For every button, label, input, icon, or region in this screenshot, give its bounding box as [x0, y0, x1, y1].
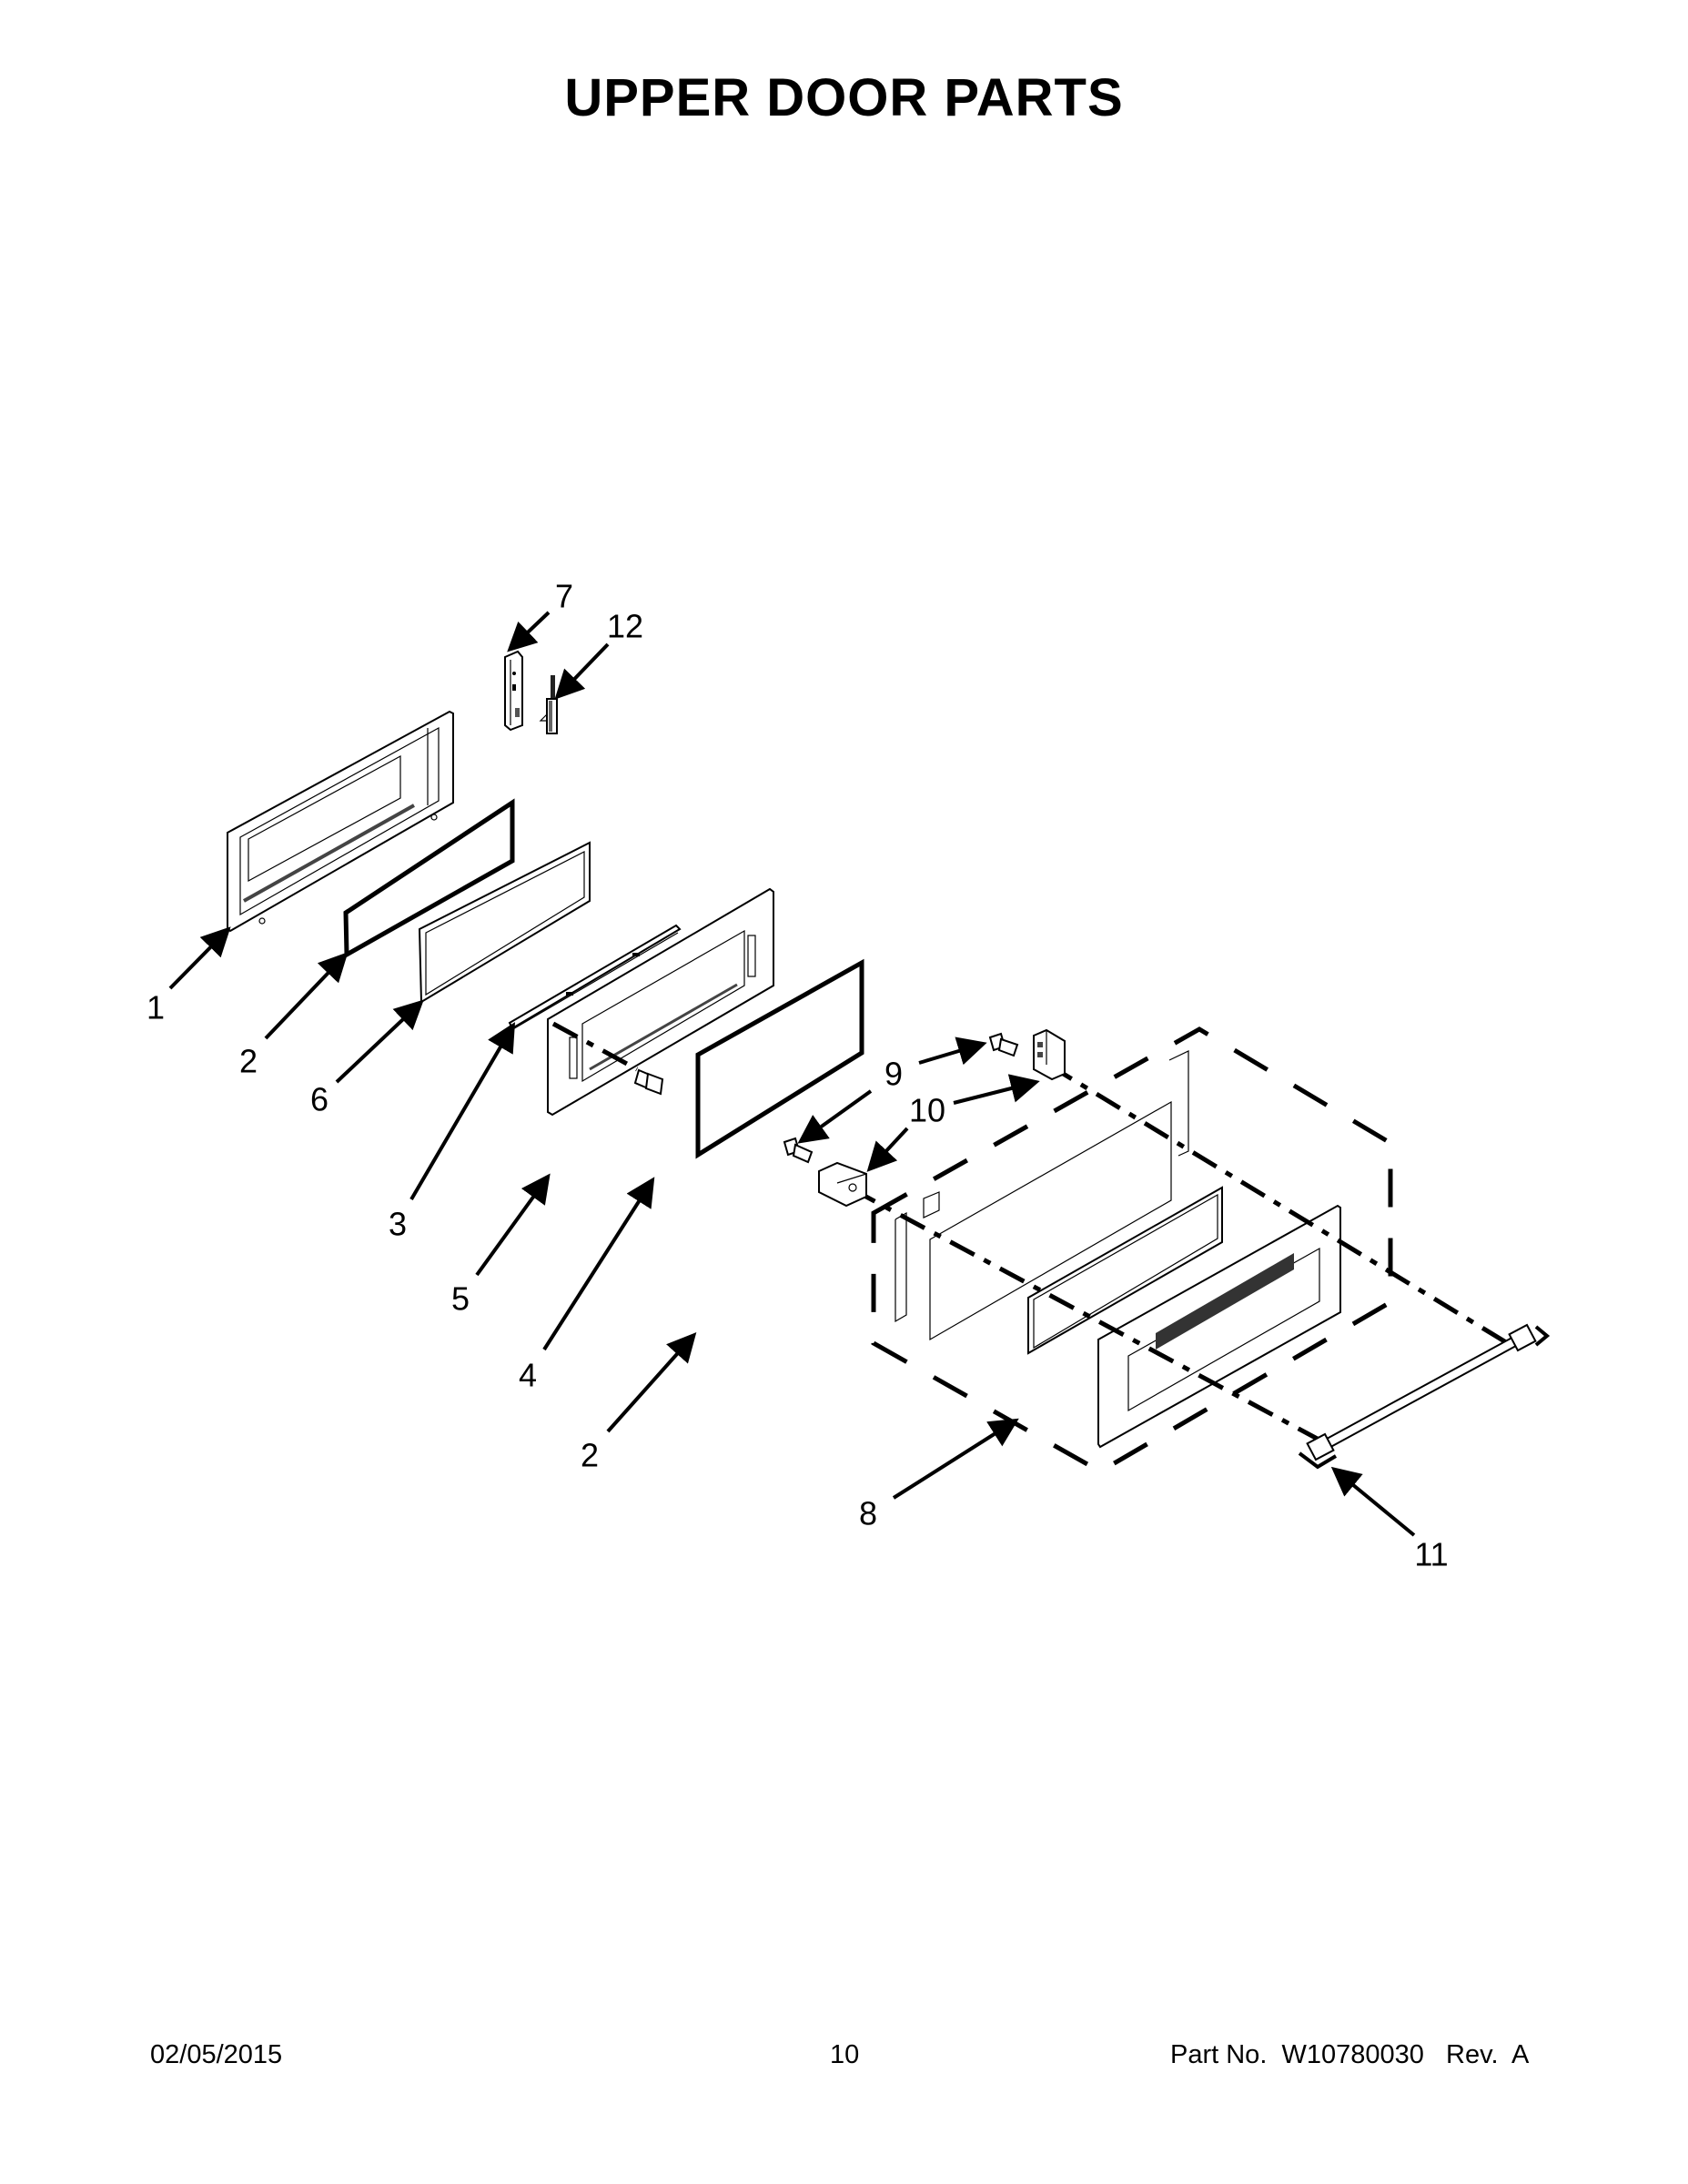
callout-arrow-c10a [953, 1074, 1040, 1105]
callout-label-c5[interactable]: 5 [451, 1280, 470, 1318]
part-9-lower-screw[interactable] [783, 1137, 814, 1164]
upper-hinge-axis [1046, 1062, 1508, 1345]
lower-hinge-axis [849, 1186, 1326, 1445]
footer-date: 02/05/2015 [150, 2040, 283, 2069]
part-9-upper-screw[interactable] [988, 1032, 1019, 1057]
callout-arrow-c9a [918, 1036, 987, 1066]
part-6-gasket-frame[interactable] [418, 841, 591, 1004]
callout-label-c11[interactable]: 11 [1414, 1536, 1448, 1573]
part-10-upper-hinge-bracket[interactable] [1033, 1028, 1066, 1081]
callout-arrow-c5 [475, 1173, 551, 1277]
callout-label-c9a[interactable]: 9 [884, 1056, 903, 1093]
part-10-lower-hinge-bracket[interactable] [818, 1161, 867, 1208]
callout-arrow-c8 [892, 1418, 1019, 1500]
callout-label-c4[interactable]: 4 [519, 1357, 537, 1394]
part-12-latch-pin[interactable] [539, 675, 558, 734]
part-8-outer-door[interactable] [895, 1050, 1341, 1449]
callout-arrow-c11 [1330, 1466, 1416, 1537]
part-5-glass-pack-frame[interactable] [547, 887, 774, 1117]
callout-arrow-c7 [507, 611, 551, 652]
part-2-middle-glass[interactable] [695, 958, 864, 1159]
callout-label-c6[interactable]: 6 [310, 1081, 329, 1118]
part-11-door-handle[interactable] [1298, 1323, 1551, 1470]
footer-page-number: 10 [830, 2040, 860, 2069]
callout-label-c1[interactable]: 1 [147, 989, 165, 1026]
callout-label-c12[interactable]: 12 [607, 608, 643, 645]
page-title: UPPER DOOR PARTS [564, 68, 1124, 127]
footer-part-number: Part No. W10780030 Rev. A [1170, 2040, 1530, 2069]
callout-label-c2a[interactable]: 2 [239, 1043, 258, 1080]
callout-arrow-c2b [606, 1332, 697, 1433]
callout-label-c7[interactable]: 7 [555, 578, 573, 615]
callout-label-c10a[interactable]: 10 [909, 1092, 945, 1129]
part-2-inner-glass[interactable] [343, 798, 515, 959]
callout-arrow-c4 [542, 1177, 655, 1351]
callout-label-c2b[interactable]: 2 [581, 1437, 599, 1474]
part-5-screw-axis [551, 1021, 639, 1072]
callout-label-c3[interactable]: 3 [389, 1206, 407, 1243]
callout-arrow-c9b [797, 1089, 873, 1144]
part-8-assembly-boundary [871, 1026, 1393, 1474]
part-7-latch-bracket[interactable] [504, 650, 523, 732]
callout-arrow-c3 [409, 1022, 516, 1201]
callout-arrow-c12 [554, 642, 610, 700]
callout-arrow-c1 [168, 926, 231, 990]
callout-label-c8[interactable]: 8 [859, 1495, 877, 1532]
part-4-screw[interactable] [633, 1068, 664, 1096]
callout-arrow-c10b [866, 1127, 909, 1172]
callout-arrow-c2a [264, 952, 349, 1040]
part-1-inner-frame[interactable] [227, 710, 454, 933]
callout-arrow-c6 [335, 999, 424, 1084]
